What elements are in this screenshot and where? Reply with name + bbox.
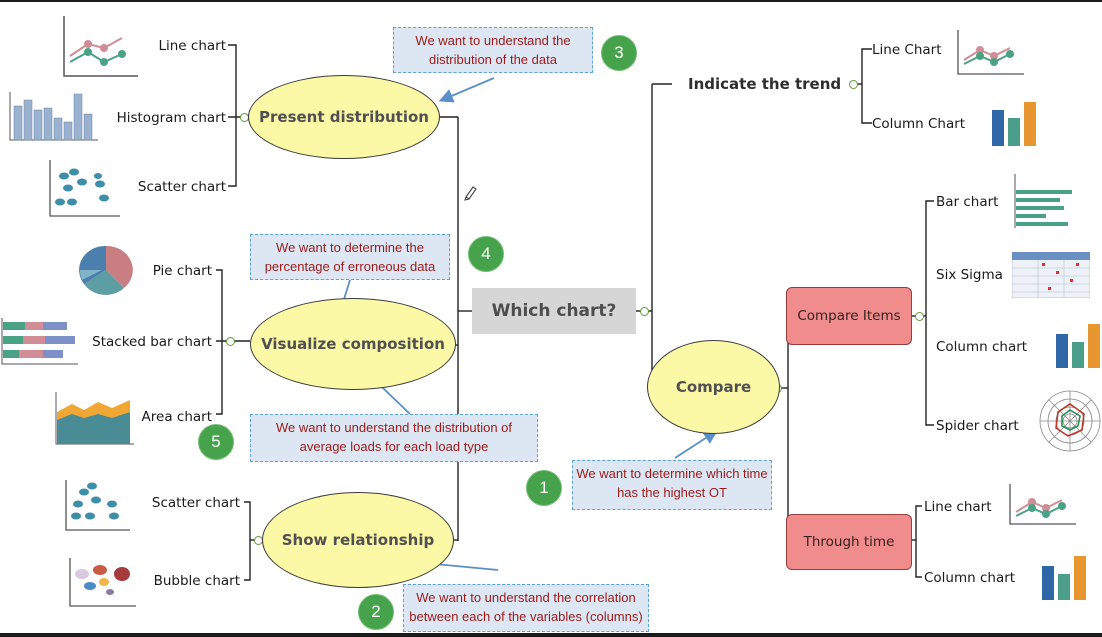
- leaf-scatter-chart-relationship[interactable]: Scatter chart: [151, 495, 240, 511]
- leaf-line-chart[interactable]: Line chart: [158, 38, 226, 54]
- badge-3: 3: [601, 35, 637, 71]
- leaf-bar-chart[interactable]: Bar chart: [936, 194, 999, 210]
- note-1-line-2: has the highest OT: [617, 485, 727, 500]
- node-present-distribution-label: Present distribution: [259, 108, 429, 126]
- leaf-histogram-chart[interactable]: Histogram chart: [116, 110, 226, 126]
- note-3-line-2: distribution of the data: [429, 52, 557, 67]
- node-compare-items-label: Compare Items: [797, 308, 901, 324]
- pencil-icon: [464, 186, 477, 201]
- histogram-thumb-icon: [9, 92, 98, 141]
- badge-4: 4: [468, 236, 504, 272]
- note-2-line-1: We want to understand the correlation: [416, 590, 636, 605]
- stacked-bar-thumb-icon: [1, 318, 78, 365]
- line-chart-thumb-icon: [63, 16, 138, 77]
- node-present-distribution[interactable]: Present distribution: [248, 75, 440, 159]
- note-highest-ot: We want to determine which time has the …: [572, 460, 772, 510]
- note-2-line-2: between each of the variables (columns): [409, 609, 643, 624]
- leaf-six-sigma[interactable]: Six Sigma: [936, 267, 1003, 283]
- scatter-relationship-thumb-icon: [65, 480, 130, 531]
- leaf-area-chart[interactable]: Area chart: [141, 409, 212, 425]
- node-show-relationship[interactable]: Show relationship: [262, 492, 454, 588]
- central-node-label: Which chart?: [491, 301, 617, 321]
- bar-chart-thumb-icon: [1014, 174, 1072, 228]
- node-show-relationship-label: Show relationship: [281, 531, 435, 549]
- node-through-time-label: Through time: [803, 534, 895, 550]
- note-5-line-2: average loads for each load type: [299, 439, 489, 454]
- leaf-time-column-chart[interactable]: Column chart: [924, 570, 1016, 586]
- connector-dot-central: [640, 307, 649, 316]
- leaf-compare-column-chart[interactable]: Column chart: [936, 339, 1028, 355]
- leaf-stacked-bar-chart[interactable]: Stacked bar chart: [92, 334, 212, 350]
- scatter-thumb-icon: [49, 160, 120, 217]
- six-sigma-thumb-icon: [1012, 252, 1090, 298]
- note-3-line-1: We want to understand the: [415, 33, 571, 48]
- node-visualize-composition-label: Visualize composition: [261, 335, 445, 353]
- note-average-loads: We want to understand the distribution o…: [250, 414, 538, 462]
- node-through-time[interactable]: Through time: [786, 514, 912, 570]
- connector-dot-trend: [849, 80, 858, 89]
- node-indicate-trend[interactable]: Indicate the trend: [688, 75, 842, 93]
- leaf-scatter-chart[interactable]: Scatter chart: [137, 179, 226, 195]
- connector-dot-composition: [226, 337, 235, 346]
- time-column-chart-thumb-icon: [1042, 556, 1086, 600]
- pie-chart-thumb-icon: [79, 245, 133, 295]
- connector-dot-compare-items: [915, 312, 924, 321]
- note-5-line-1: We want to understand the distribution o…: [275, 420, 513, 435]
- area-chart-thumb-icon: [55, 392, 134, 445]
- leaf-bubble-chart[interactable]: Bubble chart: [153, 573, 240, 589]
- trend-column-chart-thumb-icon: [992, 102, 1036, 146]
- note-correlation: We want to understand the correlation be…: [403, 584, 649, 632]
- badge-5: 5: [198, 424, 234, 460]
- trend-line-chart-thumb-icon: [957, 30, 1024, 75]
- bottom-border: [0, 633, 1102, 637]
- leaf-time-line-chart[interactable]: Line chart: [924, 499, 992, 515]
- leaf-trend-line-chart[interactable]: Line Chart: [872, 42, 942, 58]
- note-percentage-erroneous: We want to determine the percentage of e…: [250, 234, 450, 280]
- note-4-line-1: We want to determine the: [276, 240, 424, 255]
- leaf-pie-chart[interactable]: Pie chart: [152, 263, 212, 279]
- leaf-spider-chart[interactable]: Spider chart: [936, 418, 1019, 434]
- node-compare-items[interactable]: Compare Items: [786, 287, 912, 345]
- bubble-chart-thumb-icon: [69, 558, 136, 607]
- compare-column-chart-thumb-icon: [1056, 324, 1100, 368]
- badge-1: 1: [526, 470, 562, 506]
- top-border: [0, 0, 1102, 2]
- note-1-line-1: We want to determine which time: [576, 466, 768, 481]
- spider-chart-thumb-icon: [1039, 390, 1101, 452]
- note-4-line-2: percentage of erroneous data: [264, 259, 436, 274]
- central-node[interactable]: Which chart?: [472, 288, 636, 334]
- node-compare[interactable]: Compare: [647, 340, 780, 434]
- badge-2: 2: [358, 594, 394, 630]
- leaf-trend-column-chart[interactable]: Column Chart: [872, 116, 966, 132]
- node-visualize-composition[interactable]: Visualize composition: [250, 298, 456, 390]
- note-distribution-of-data: We want to understand the distribution o…: [393, 27, 593, 73]
- node-compare-label: Compare: [675, 378, 752, 396]
- time-line-chart-thumb-icon: [1009, 484, 1076, 525]
